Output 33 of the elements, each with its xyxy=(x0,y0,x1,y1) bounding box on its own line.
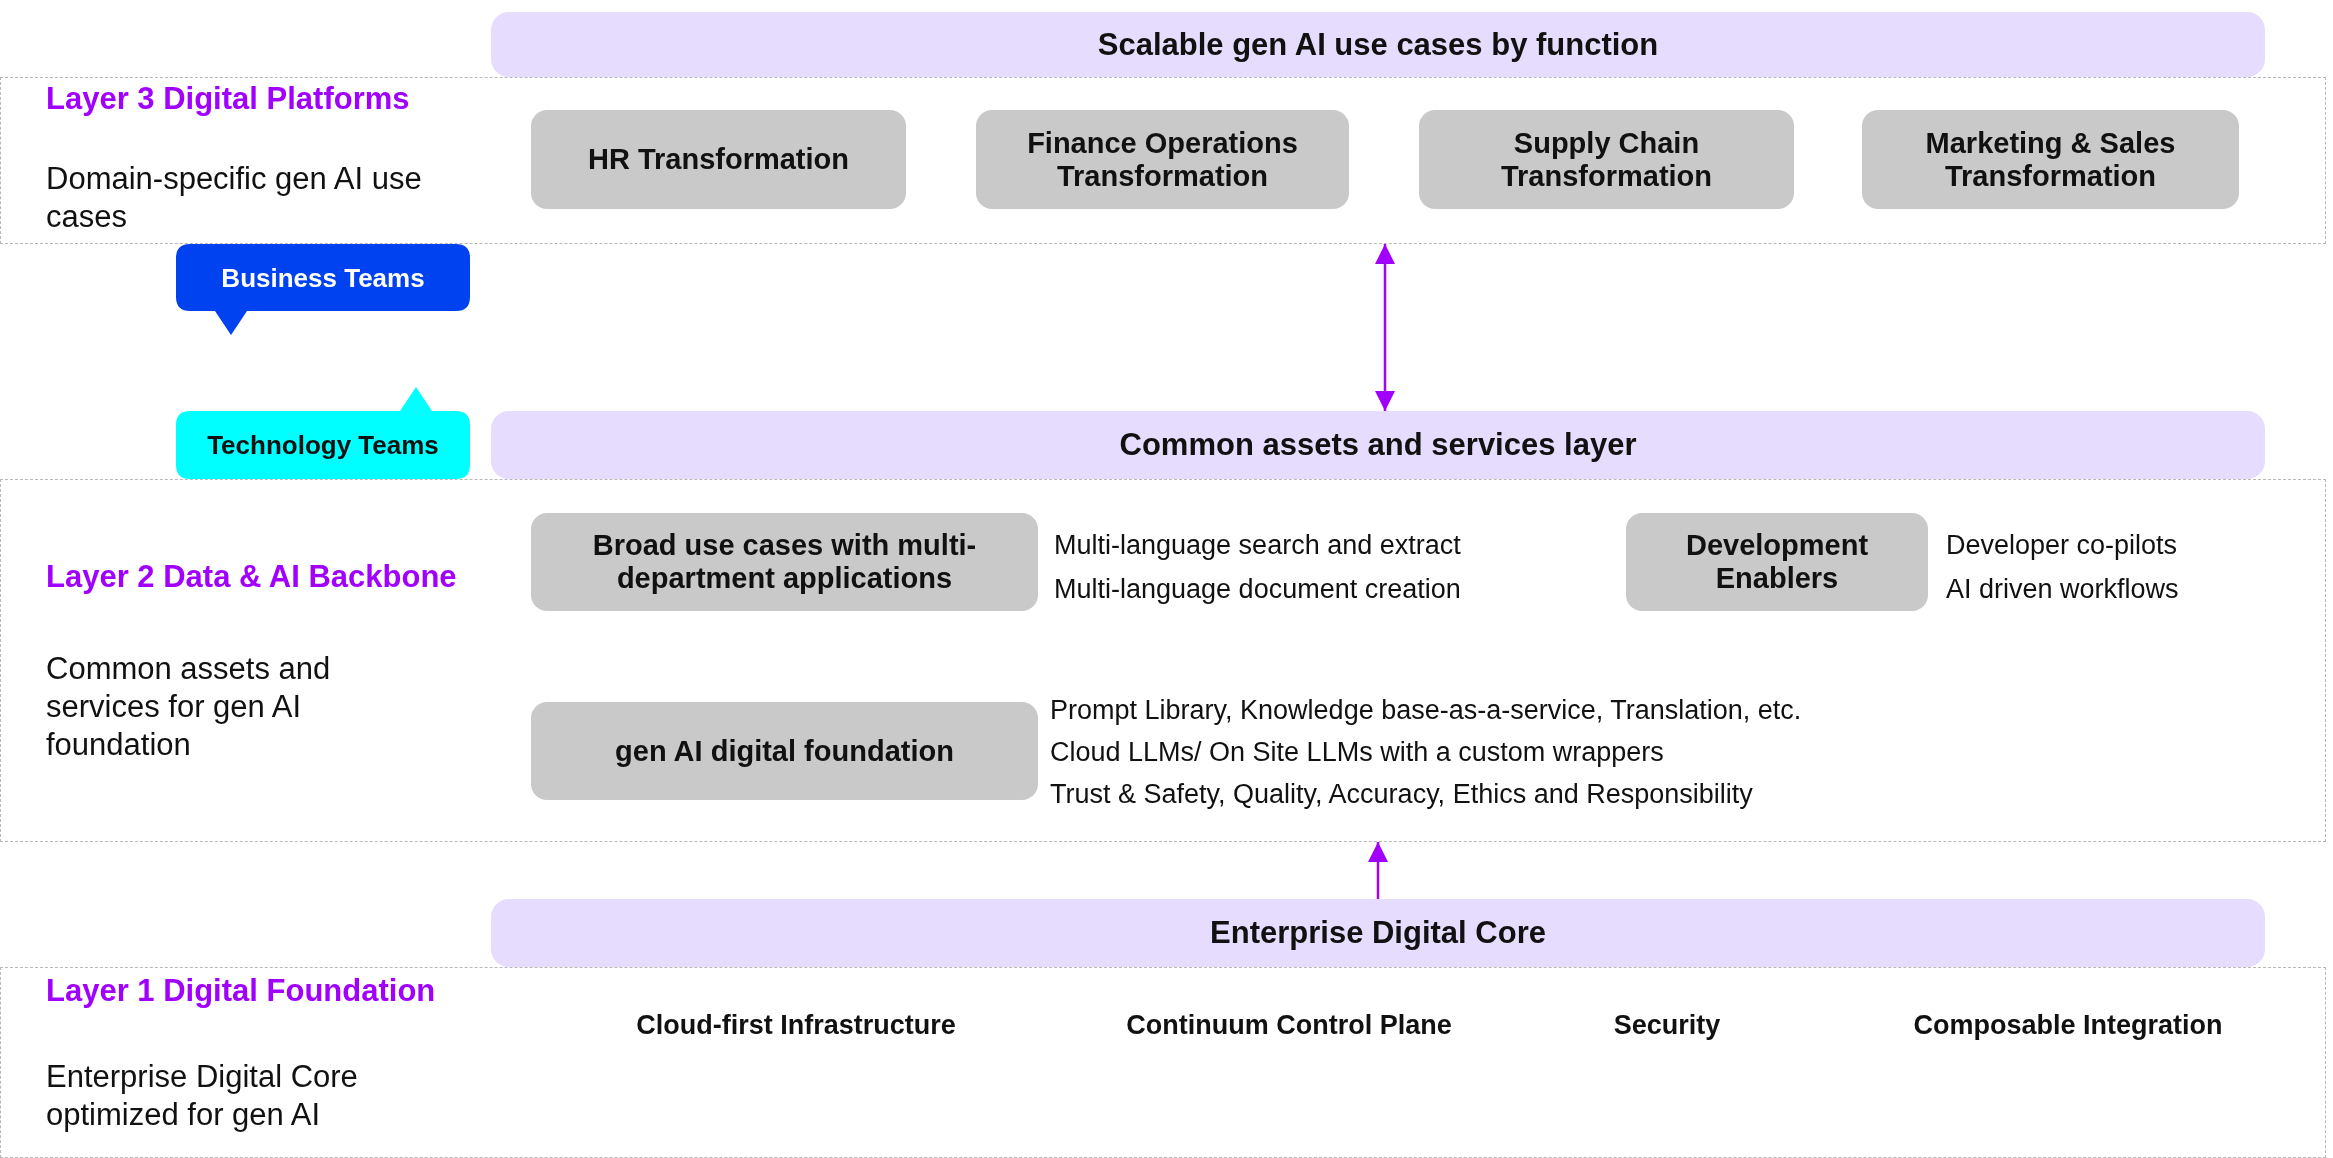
feature-text: AI driven workflows xyxy=(1946,573,2179,606)
feature-text: Multi-language search and extract xyxy=(1054,529,1461,562)
layer-title: Layer 3 Digital Platforms xyxy=(46,80,411,118)
speech-bubble: Technology Teams xyxy=(176,387,470,479)
capability-box: gen AI digital foundation xyxy=(531,702,1038,800)
layer-panel xyxy=(0,479,2326,842)
layer-title: Layer 2 Data & AI Backbone xyxy=(46,558,458,596)
layer-header-bar: Scalable gen AI use cases by function xyxy=(491,12,2265,77)
capability-box: Finance Operations Transformation xyxy=(976,110,1349,209)
layer-header-bar: Common assets and services layer xyxy=(491,411,2265,479)
layer-header-bar: Enterprise Digital Core xyxy=(491,899,2265,967)
feature-text: Multi-language document creation xyxy=(1054,573,1461,606)
component-label: Continuum Control Plane xyxy=(1126,1010,1452,1041)
component-label: Composable Integration xyxy=(1913,1010,2223,1041)
layer-title: Layer 1 Digital Foundation xyxy=(46,972,437,1010)
feature-text: Developer co-pilots xyxy=(1946,529,2178,562)
capability-box: Marketing & Sales Transformation xyxy=(1862,110,2239,209)
capability-box: Development Enablers xyxy=(1626,513,1928,611)
layer-description: Enterprise Digital Core optimized for gen AI xyxy=(46,1058,359,1134)
component-label: Security xyxy=(1613,1010,1721,1041)
capability-box: HR Transformation xyxy=(531,110,906,209)
feature-text: Trust & Safety, Quality, Accuracy, Ethics and Responsibility xyxy=(1050,778,1753,811)
capability-box: Broad use cases with multi-department applications xyxy=(531,513,1038,611)
component-label: Cloud-first Infrastructure xyxy=(636,1010,956,1041)
capability-box: Supply Chain Transformation xyxy=(1419,110,1794,209)
arrow xyxy=(1368,842,1388,899)
feature-text: Prompt Library, Knowledge base-as-a-service, Translation, etc. xyxy=(1050,694,1802,727)
layer-description: Common assets and services for gen AI foundation xyxy=(46,650,332,764)
layer-description: Domain-specific gen AI use cases xyxy=(46,160,423,236)
feature-text: Cloud LLMs/ On Site LLMs with a custom wrappers xyxy=(1050,736,1664,769)
speech-bubble: Business Teams xyxy=(176,244,470,335)
arrow xyxy=(1375,244,1395,411)
layer-panel xyxy=(0,77,2326,244)
